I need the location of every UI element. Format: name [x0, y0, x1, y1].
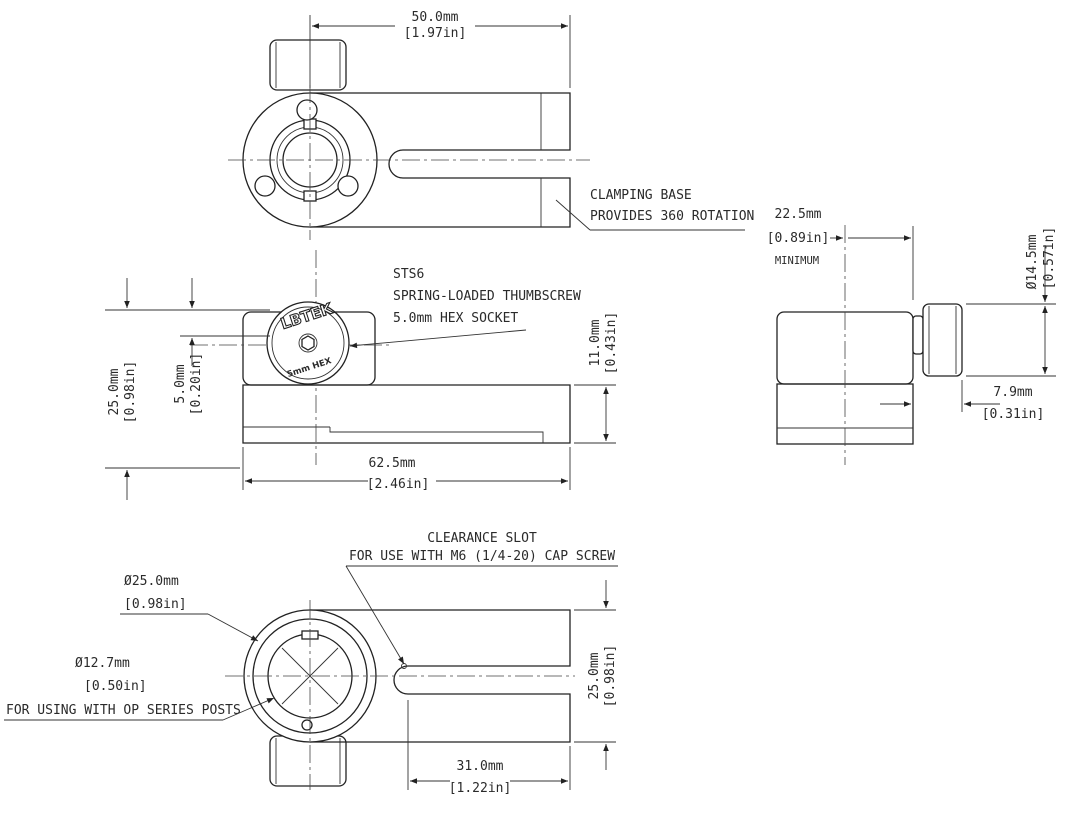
dim-screw-offset-mm: 5.0mm	[173, 364, 188, 403]
slot-callout-line1: CLEARANCE SLOT	[427, 531, 537, 546]
bottom-view-knob	[269, 735, 347, 787]
dim-slot-len-in: [1.22in]	[449, 781, 512, 796]
dim-min-width-mm: 22.5mm	[775, 207, 822, 222]
dim-screw-offset-in: [0.20in]	[189, 353, 204, 416]
dim-slot-depth-mm: 11.0mm	[588, 319, 603, 366]
dim-slot-len-mm: 31.0mm	[457, 759, 504, 774]
dim-knob-len-in: [0.31in]	[982, 407, 1045, 422]
dim-top-width-in: [1.97in]	[404, 26, 467, 41]
top-view-hole-right	[337, 175, 359, 197]
knob-face	[266, 301, 350, 385]
bottom-view: 25.0mm [0.98in] 31.0mm [1.22in] CLEARANC…	[4, 531, 618, 796]
dim-min-width-in: [0.89in]	[767, 231, 830, 246]
dim-slot-depth-in: [0.43in]	[604, 312, 619, 375]
bottom-view-body	[310, 609, 571, 743]
post-note: FOR USING WITH OP SERIES POSTS	[6, 703, 241, 718]
screw-callout-line1: STS6	[393, 267, 424, 282]
top-view-hole-upper	[296, 99, 318, 121]
dim-min-width-note: MINIMUM	[775, 255, 819, 267]
dim-knob-dia-mm: Ø14.5mm	[1025, 234, 1040, 289]
side-view: 22.5mm [0.89in] MINIMUM Ø14.5mm [0.57in]…	[767, 207, 1057, 465]
dim-bore-outer-in: [0.98in]	[124, 597, 187, 612]
dim-knob-dia-in: [0.57in]	[1042, 227, 1057, 290]
dim-base-height-mm: 25.0mm	[587, 652, 602, 699]
dim-bore-outer-mm: Ø25.0mm	[124, 574, 179, 589]
top-view-knob	[269, 39, 347, 91]
dim-length-in: [2.46in]	[367, 477, 430, 492]
side-view-knob-neck	[912, 315, 924, 355]
front-view-lower-block	[242, 384, 571, 444]
slot-callout-line2: FOR USE WITH M6 (1/4-20) CAP SCREW	[349, 549, 615, 564]
dim-bore-mm: Ø12.7mm	[75, 656, 130, 671]
dim-top-width-mm: 50.0mm	[412, 10, 459, 25]
top-view-body	[310, 92, 571, 228]
clamp-callout-line2: PROVIDES 360 ROTATION	[590, 209, 754, 224]
clamp-callout-line1: CLAMPING BASE	[590, 188, 692, 203]
dim-height-mm: 25.0mm	[107, 368, 122, 415]
dim-bore-in: [0.50in]	[84, 679, 147, 694]
front-view: LBTEK 5mm HEX 25.0mm [0.98in] 5.0mm [0.2…	[105, 250, 619, 500]
dim-knob-len-mm: 7.9mm	[993, 385, 1032, 400]
top-view-hole-left	[254, 175, 276, 197]
dim-length-mm: 62.5mm	[369, 456, 416, 471]
side-view-knob	[922, 303, 963, 377]
dim-height-in: [0.98in]	[123, 361, 138, 424]
screw-callout-line3: 5.0mm HEX SOCKET	[393, 311, 518, 326]
dim-base-height-in: [0.98in]	[603, 645, 618, 708]
screw-callout-line2: SPRING-LOADED THUMBSCREW	[393, 289, 581, 304]
top-view: 50.0mm [1.97in] CLAMPING BASE PROVIDES 3…	[228, 10, 754, 240]
